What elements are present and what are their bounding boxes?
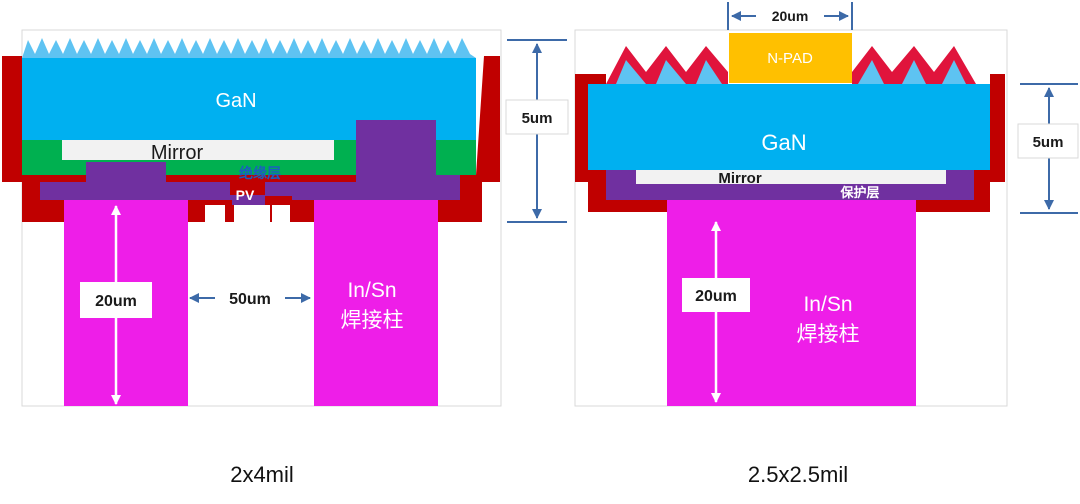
- left-gap-label: 50um: [229, 291, 271, 308]
- left-dim-box: [505, 99, 569, 135]
- right-pillar-height-label: 20um: [695, 288, 737, 305]
- right-tex-4: [858, 60, 884, 84]
- left-dim-label: 5um: [522, 110, 553, 127]
- right-tex-5: [902, 60, 926, 84]
- right-dim-box: [1017, 123, 1079, 159]
- right-npad-dim-box: [756, 5, 824, 27]
- left-pillar-2: [314, 200, 438, 406]
- left-metal-contact: [40, 120, 460, 205]
- right-tex-2: [656, 60, 686, 84]
- right-gan-layer: [588, 84, 990, 170]
- right-protect-label: 保护层: [839, 185, 879, 200]
- right-passivation-inner: [616, 60, 646, 84]
- right-npad-label: N-PAD: [767, 50, 813, 67]
- right-npad: [729, 33, 852, 83]
- right-gan-label: GaN: [761, 130, 806, 155]
- right-tex-3: [696, 60, 722, 84]
- right-passivation-layer: [606, 46, 976, 84]
- left-pillar-label-2: 焊接柱: [341, 309, 404, 332]
- left-pillar-label-1: In/Sn: [347, 279, 396, 302]
- right-mirror-layer: [636, 170, 946, 184]
- left-caption: 2x4mil: [230, 462, 294, 487]
- left-insulation-label: 绝缘层: [239, 165, 281, 181]
- left-pillar-height-label: 20um: [95, 293, 137, 310]
- right-pillar-label-2: 焊接柱: [797, 323, 860, 346]
- left-textured-surface: [22, 38, 476, 58]
- right-mirror-label: Mirror: [718, 170, 762, 187]
- left-mirror-label: Mirror: [151, 142, 204, 164]
- left-gan-label: GaN: [215, 90, 256, 112]
- right-pillar-label-1: In/Sn: [803, 293, 852, 316]
- left-pillar-height-box: [80, 282, 152, 318]
- left-pv-opening: [234, 205, 270, 222]
- right-caption: 2.5x2.5mil: [748, 462, 848, 487]
- left-mirror-layer: [62, 140, 334, 160]
- right-dim-label: 5um: [1033, 134, 1064, 151]
- right-npad-dim-label: 20um: [772, 8, 809, 24]
- right-pillar-height-box: [682, 278, 750, 312]
- left-pv-label: PV: [236, 187, 255, 203]
- right-diagram: N-PAD GaN Mirror 保护层 20um 20um In/Sn 焊接柱…: [574, 2, 1079, 487]
- left-diagram: GaN Mirror 绝缘层 PV 20um 50um In/Sn 焊接柱 5u…: [2, 29, 569, 487]
- right-tex-6: [942, 60, 966, 84]
